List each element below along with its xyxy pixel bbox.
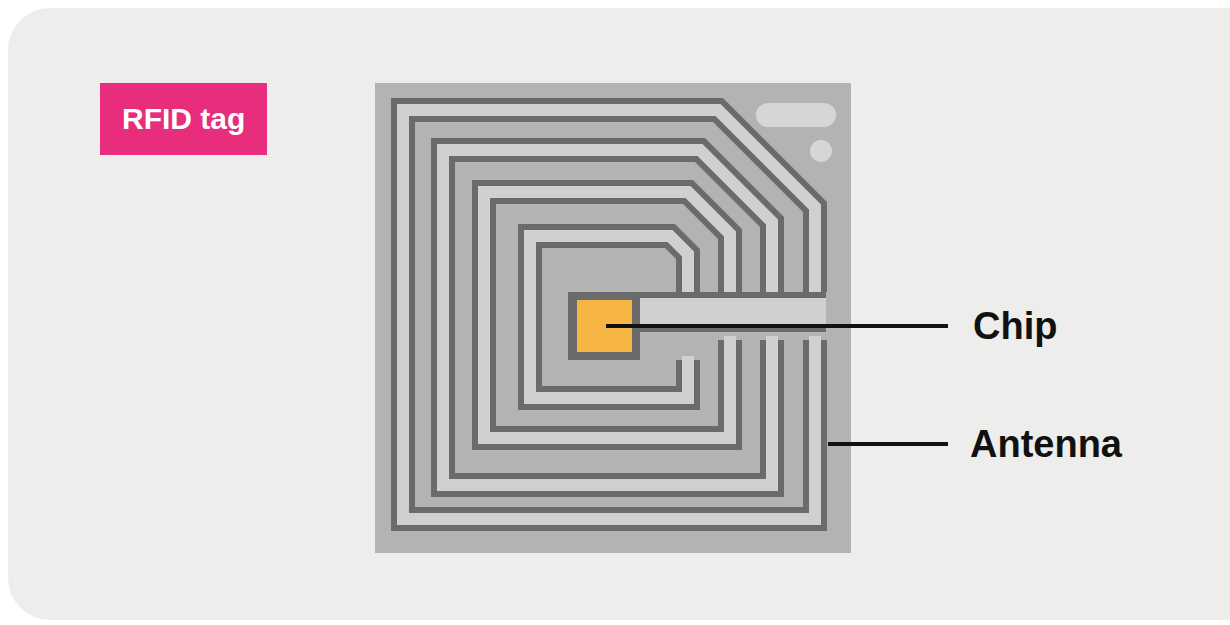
panel-background [8, 8, 1230, 620]
part-label: Antenna [970, 422, 1122, 466]
tag-dot [810, 140, 832, 162]
chip-lead [640, 298, 826, 326]
title-badge: RFID tag [100, 83, 267, 155]
leader-line [606, 324, 948, 328]
tag-mark [756, 103, 836, 127]
tag-substrate [375, 83, 851, 553]
leader-line [828, 442, 948, 446]
part-label: Chip [973, 304, 1057, 348]
